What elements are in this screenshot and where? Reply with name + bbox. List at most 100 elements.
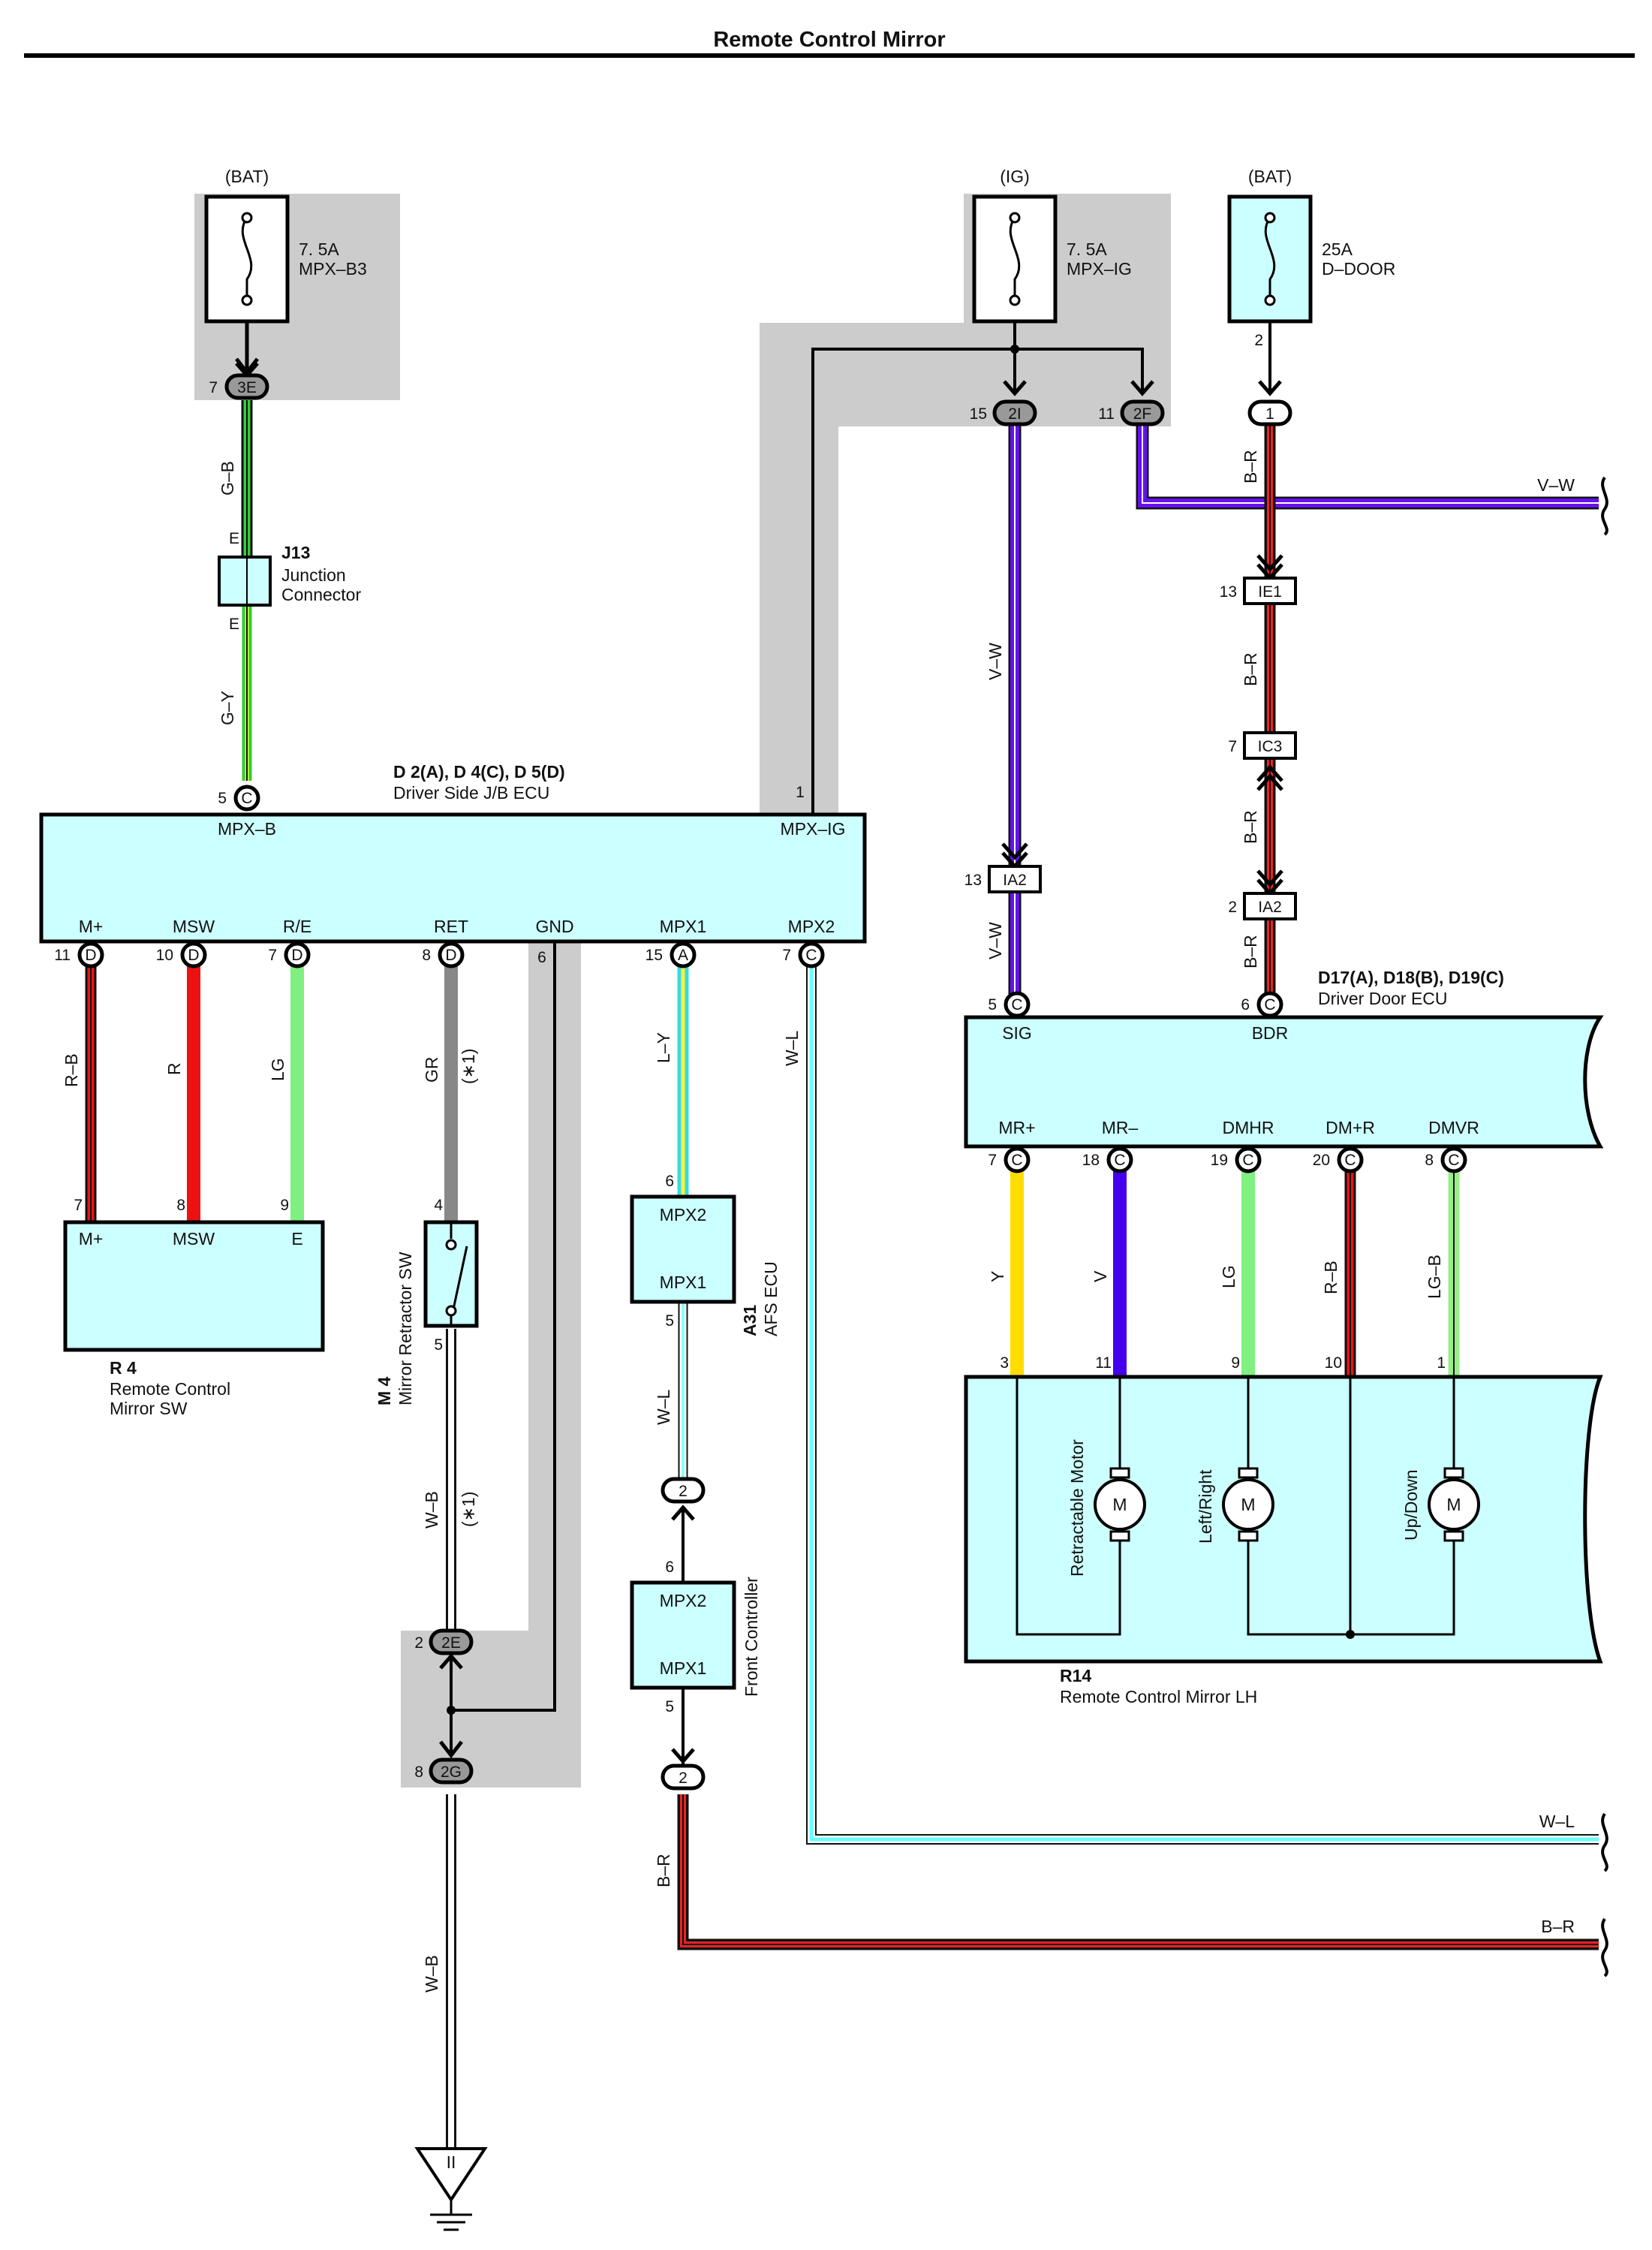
- ecu-subtitle: Driver Door ECU: [1318, 989, 1448, 1008]
- fuse-mpx-b3: (BAT) 7. 5A MPX–B3: [204, 167, 367, 376]
- svg-text:B–R: B–R: [1241, 935, 1260, 968]
- svg-text:B–R: B–R: [1241, 450, 1260, 483]
- svg-text:W–L: W–L: [782, 1031, 802, 1067]
- svg-text:6: 6: [537, 949, 546, 966]
- svg-text:IA2: IA2: [1258, 899, 1282, 916]
- svg-text:8: 8: [176, 1197, 185, 1214]
- svg-text:LG: LG: [268, 1058, 287, 1081]
- fuse-source: (BAT): [1248, 167, 1292, 186]
- svg-text:R–B: R–B: [1321, 1261, 1341, 1294]
- svg-text:AFS ECU: AFS ECU: [761, 1261, 781, 1336]
- svg-text:2I: 2I: [1008, 405, 1022, 423]
- svg-text:13: 13: [964, 872, 982, 889]
- svg-text:9: 9: [280, 1197, 289, 1214]
- svg-text:DMHR: DMHR: [1223, 1118, 1274, 1137]
- wire-b-r-edge: [677, 1794, 1599, 1950]
- retractable-motor: M Retractable Motor: [1067, 1439, 1146, 1577]
- svg-text:IE1: IE1: [1258, 583, 1282, 601]
- svg-text:II: II: [447, 2152, 456, 2172]
- fuse-rating: 7. 5A: [1067, 239, 1107, 259]
- edge-continuations: V–W W–L B–R: [1537, 475, 1608, 1977]
- svg-text:BDR: BDR: [1252, 1023, 1289, 1043]
- svg-text:C: C: [1011, 996, 1022, 1014]
- svg-text:7: 7: [209, 379, 218, 396]
- connector-2e: 2E 2: [414, 1628, 474, 1670]
- wire-labels: G–B G–Y R–B R LG GR (∗1) L–Y W–L W–L V–W…: [62, 450, 1444, 1992]
- svg-text:15: 15: [970, 405, 987, 423]
- connector-fc-top: 2: [660, 1477, 706, 1521]
- svg-text:2: 2: [679, 1483, 688, 1500]
- connector-ie1: IE1 13: [1220, 554, 1297, 605]
- svg-text:J13: J13: [281, 543, 310, 562]
- wire-gnd: [451, 938, 556, 1712]
- svg-text:5: 5: [665, 1312, 674, 1330]
- svg-text:C: C: [1448, 1152, 1459, 1169]
- connector-ic3: IC3 7: [1228, 731, 1297, 791]
- svg-text:L–Y: L–Y: [654, 1032, 673, 1063]
- svg-text:V–W: V–W: [985, 922, 1005, 959]
- svg-text:Retractable Motor: Retractable Motor: [1067, 1439, 1087, 1577]
- svg-text:10: 10: [1325, 1354, 1342, 1372]
- svg-text:D: D: [445, 947, 456, 964]
- svg-text:8: 8: [1425, 1152, 1434, 1169]
- svg-text:R 4: R 4: [110, 1358, 137, 1378]
- svg-text:MPX1: MPX1: [660, 1273, 707, 1292]
- svg-text:MPX2: MPX2: [660, 1205, 707, 1224]
- svg-text:MR+: MR+: [998, 1118, 1035, 1137]
- svg-text:Remote Control Mirror LH: Remote Control Mirror LH: [1060, 1687, 1257, 1706]
- svg-text:GR: GR: [422, 1057, 441, 1083]
- svg-text:R–B: R–B: [62, 1053, 81, 1087]
- svg-text:LG: LG: [1219, 1265, 1238, 1288]
- svg-text:C: C: [241, 790, 252, 807]
- svg-text:7: 7: [988, 1152, 997, 1169]
- svg-text:C: C: [1114, 1152, 1125, 1169]
- svg-text:D: D: [188, 947, 199, 964]
- svg-text:9: 9: [1231, 1354, 1240, 1372]
- svg-text:D: D: [85, 947, 96, 964]
- svg-text:(∗1): (∗1): [459, 1492, 478, 1527]
- svg-text:E: E: [291, 1229, 302, 1248]
- svg-text:E: E: [229, 530, 239, 547]
- svg-text:8: 8: [414, 1764, 423, 1781]
- svg-text:19: 19: [1211, 1152, 1228, 1169]
- svg-text:V–W: V–W: [985, 643, 1005, 680]
- diagram-title: Remote Control Mirror: [713, 28, 945, 52]
- svg-text:6: 6: [665, 1173, 674, 1190]
- svg-text:MSW: MSW: [173, 1229, 215, 1248]
- svg-text:C: C: [1242, 1152, 1253, 1169]
- fuse-d-door: (BAT) 25A D–DOOR: [1227, 167, 1395, 324]
- svg-text:M+: M+: [79, 1229, 104, 1248]
- svg-text:(∗1): (∗1): [459, 1049, 478, 1084]
- svg-text:M: M: [1241, 1495, 1255, 1514]
- svg-text:M+: M+: [79, 917, 104, 936]
- svg-text:MPX2: MPX2: [788, 917, 835, 936]
- fuse-source: (BAT): [225, 167, 269, 186]
- svg-text:R: R: [164, 1062, 184, 1075]
- fuse-source: (IG): [1000, 167, 1030, 186]
- svg-text:Junction: Junction: [281, 565, 346, 585]
- svg-text:B–R: B–R: [1241, 810, 1260, 844]
- svg-text:Front Controller: Front Controller: [742, 1577, 761, 1697]
- svg-text:8: 8: [422, 947, 431, 964]
- svg-text:5: 5: [988, 996, 997, 1014]
- svg-text:M: M: [1446, 1495, 1461, 1514]
- svg-text:G–B: G–B: [218, 461, 237, 495]
- fuse-rating: 25A: [1322, 239, 1353, 259]
- splice-ig: [1010, 345, 1019, 354]
- connector-3e: 3E 7: [209, 362, 269, 400]
- svg-text:C: C: [1264, 996, 1275, 1014]
- svg-text:20: 20: [1313, 1152, 1330, 1169]
- svg-text:GND: GND: [535, 917, 573, 936]
- svg-text:4: 4: [434, 1197, 443, 1214]
- fuse-rating: 7. 5A: [299, 239, 339, 259]
- svg-text:2F: 2F: [1133, 405, 1152, 423]
- fuse-name: MPX–B3: [299, 259, 367, 279]
- svg-text:C: C: [1011, 1152, 1022, 1169]
- svg-text:V: V: [1091, 1270, 1110, 1282]
- svg-text:W–B: W–B: [422, 1955, 441, 1992]
- svg-text:2: 2: [1254, 332, 1263, 349]
- svg-text:7: 7: [268, 947, 277, 964]
- front-controller: MPX2 MPX1 6 5 Front Controller: [630, 1559, 761, 1715]
- connector-1: 1 2: [1247, 332, 1292, 426]
